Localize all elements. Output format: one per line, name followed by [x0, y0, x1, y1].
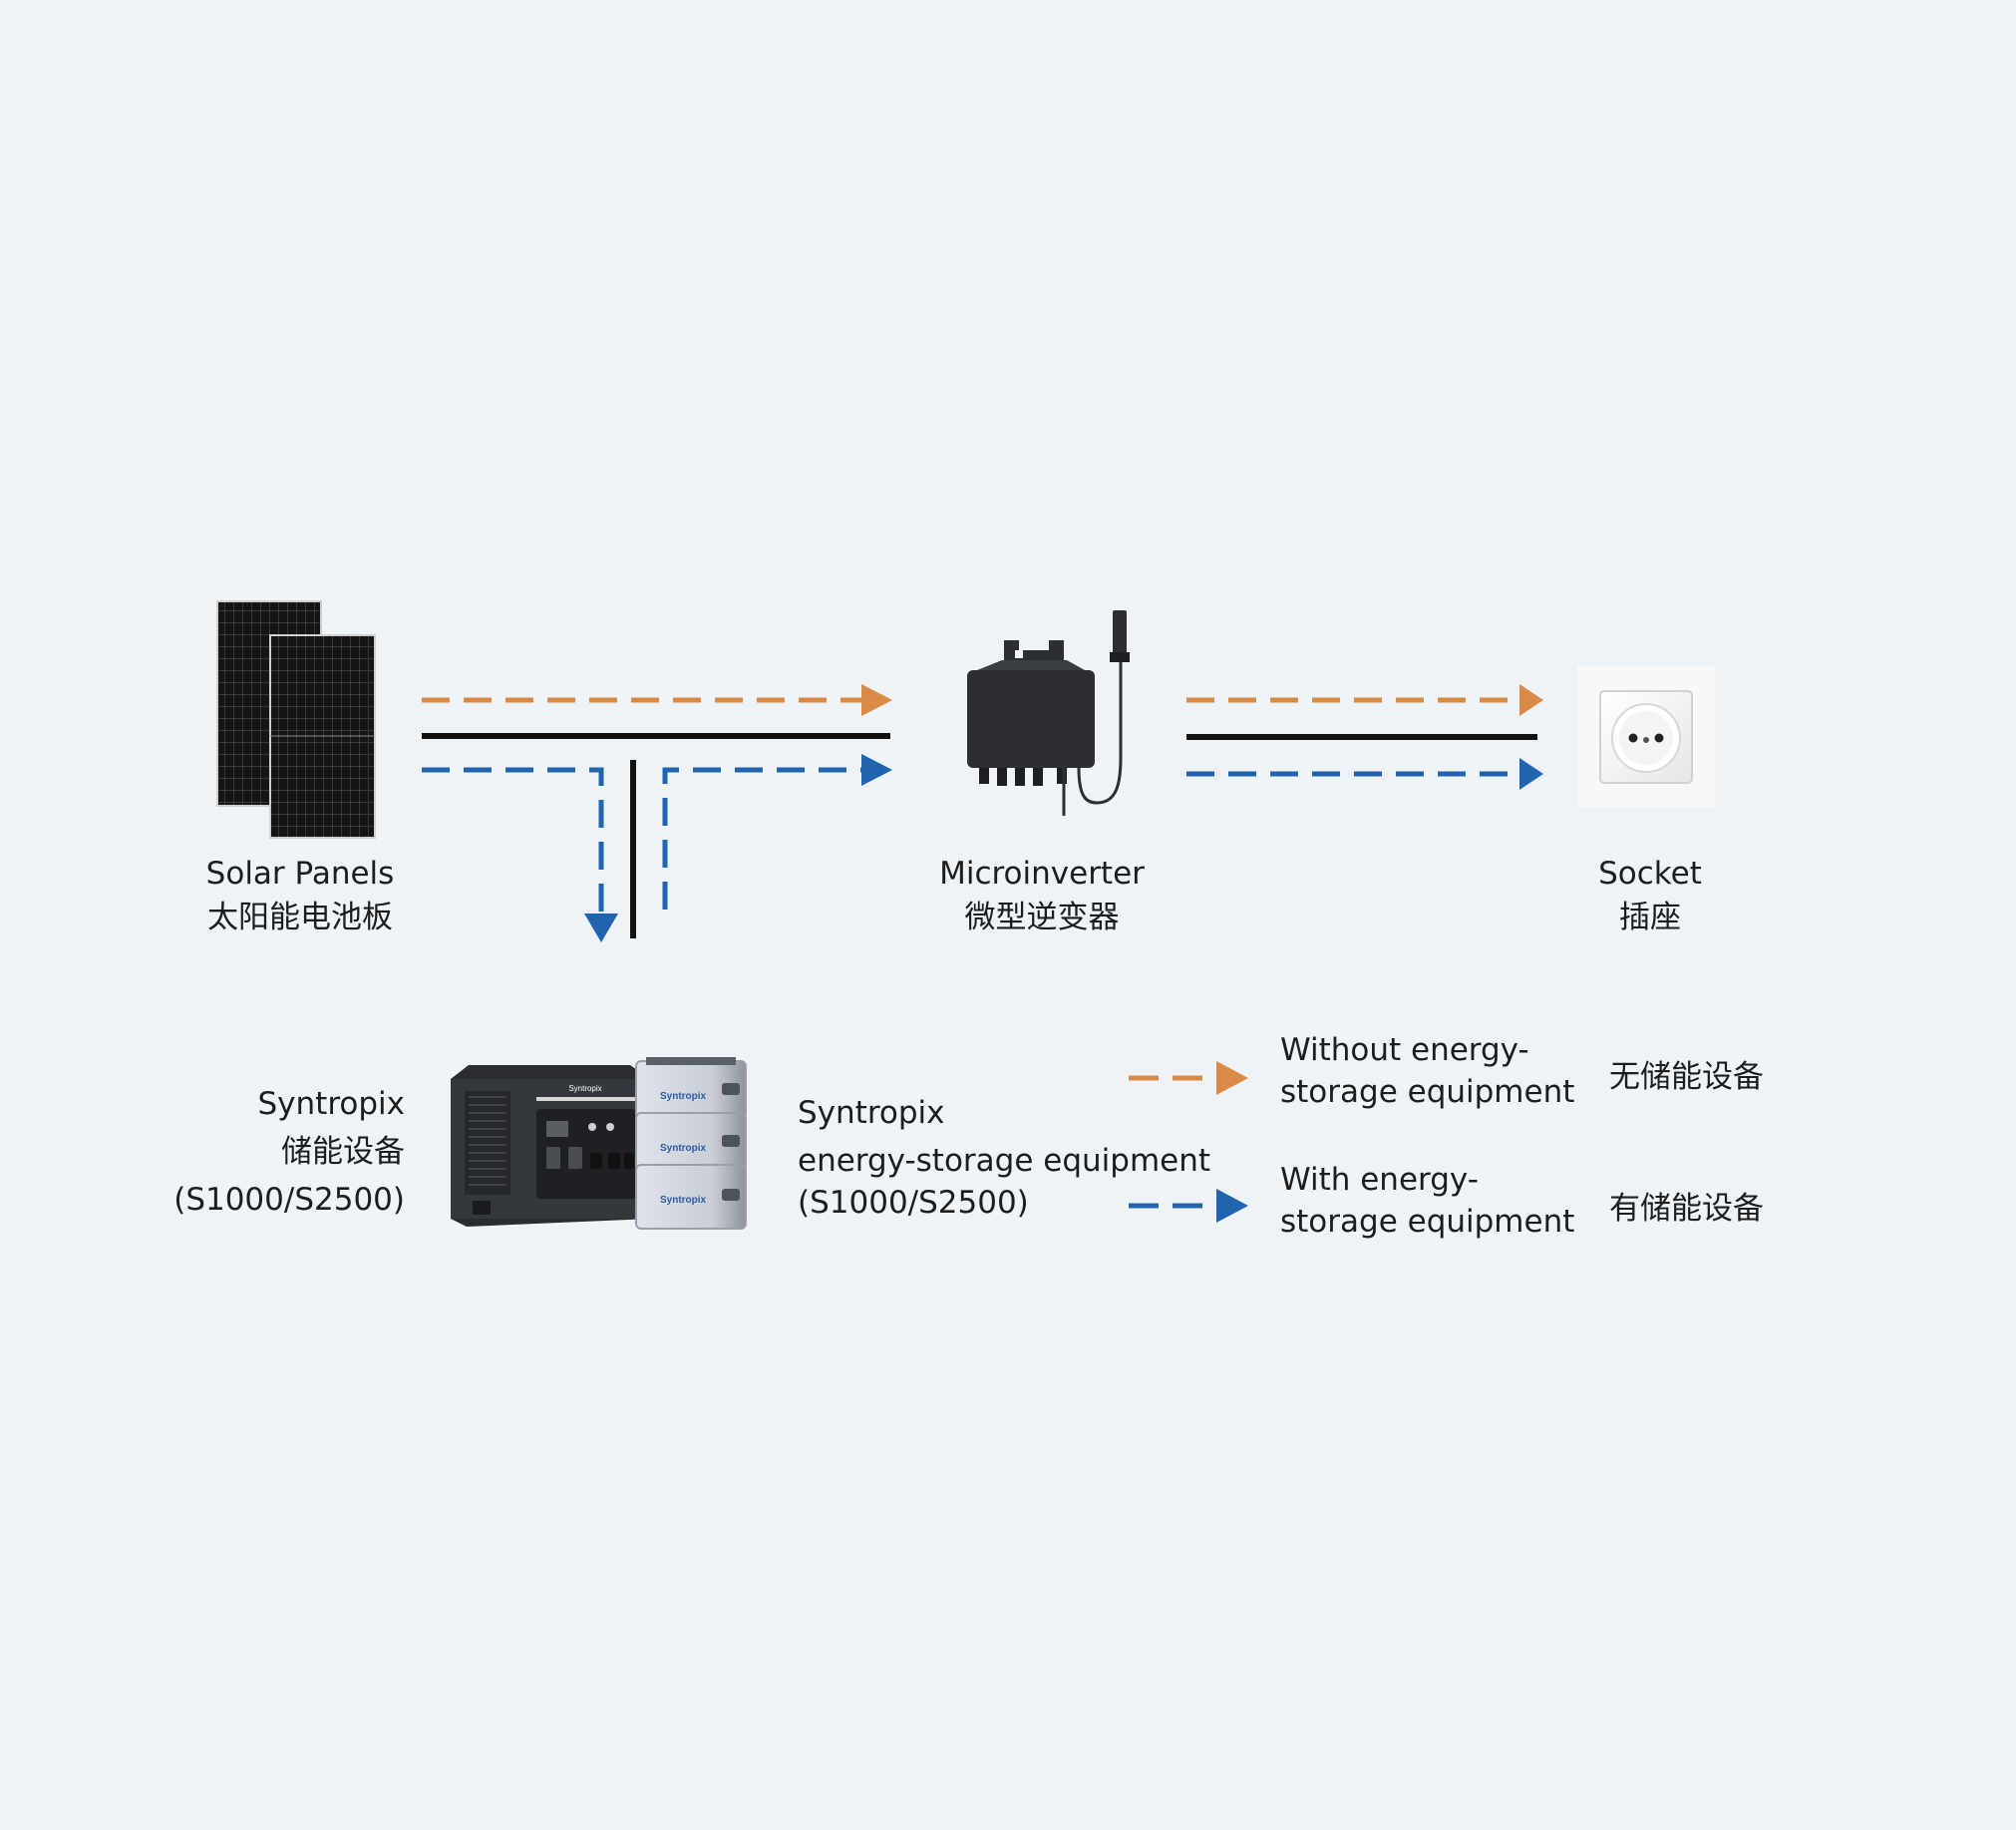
legend-without-storage-en: Without energy- storage equipment: [1280, 1029, 1575, 1113]
storage-label-cn-model: (S1000/S2500): [173, 1182, 405, 1218]
legend-blue-arrow: [1129, 1189, 1248, 1223]
socket-label-cn: 插座: [1619, 900, 1681, 935]
storage-label-cn-brand: Syntropix: [257, 1086, 406, 1122]
storage-label-cn-name: 储能设备: [281, 1134, 405, 1170]
microinverter-label: Microinverter 微型逆变器: [932, 852, 1152, 939]
legend-without-line1: Without energy-: [1280, 1032, 1529, 1068]
storage-device-image: Syntropix Syntropix Syntropix Syntropix: [451, 1057, 747, 1230]
storage-label-en-brand: Syntropix: [798, 1095, 945, 1131]
battery-stack: Syntropix Syntropix Syntropix: [635, 1057, 747, 1230]
legend-with-line1: With energy-: [1280, 1162, 1479, 1198]
device-brand-label: Syntropix: [568, 1084, 601, 1093]
legend-with-storage-cn: 有储能设备: [1609, 1191, 1764, 1227]
storage-label-en-model: (S1000/S2500): [798, 1185, 1029, 1221]
solar-panels-image: [216, 600, 376, 839]
storage-label-cn-block: Syntropix 储能设备 (S1000/S2500): [150, 1080, 405, 1224]
orange-arrow-solar-to-inverter: [422, 684, 892, 716]
blue-arrow-inverter-to-socket: [1186, 758, 1543, 790]
orange-arrow-inverter-to-socket: [1186, 684, 1543, 716]
battery-brand-label-3: Syntropix: [660, 1195, 707, 1206]
solar-panels-label-en: Solar Panels: [205, 856, 395, 892]
legend-with-line2: storage equipment: [1280, 1204, 1575, 1240]
socket-label-en: Socket: [1598, 856, 1702, 892]
legend-without-storage-cn: 无储能设备: [1609, 1059, 1764, 1095]
microinverter-label-en: Microinverter: [939, 856, 1145, 892]
battery-brand-label-1: Syntropix: [660, 1091, 707, 1102]
battery-brand-label-2: Syntropix: [660, 1143, 707, 1154]
blue-arrow-solar-branch: [422, 754, 892, 942]
solar-panels-label-cn: 太阳能电池板: [207, 900, 393, 935]
legend-with-storage-en: With energy- storage equipment: [1280, 1159, 1575, 1243]
socket-image: [1577, 666, 1715, 808]
solar-panels-label: Solar Panels 太阳能电池板: [195, 852, 405, 939]
socket-label: Socket 插座: [1575, 852, 1725, 939]
storage-label-en-name: energy-storage equipment: [798, 1143, 1211, 1179]
microinverter-label-cn: 微型逆变器: [964, 900, 1120, 935]
legend-without-line2: storage equipment: [1280, 1074, 1575, 1110]
storage-label-en-block: Syntropix energy-storage equipment (S100…: [798, 1089, 1211, 1227]
legend-orange-arrow: [1129, 1061, 1248, 1095]
microinverter-image: [967, 610, 1130, 816]
